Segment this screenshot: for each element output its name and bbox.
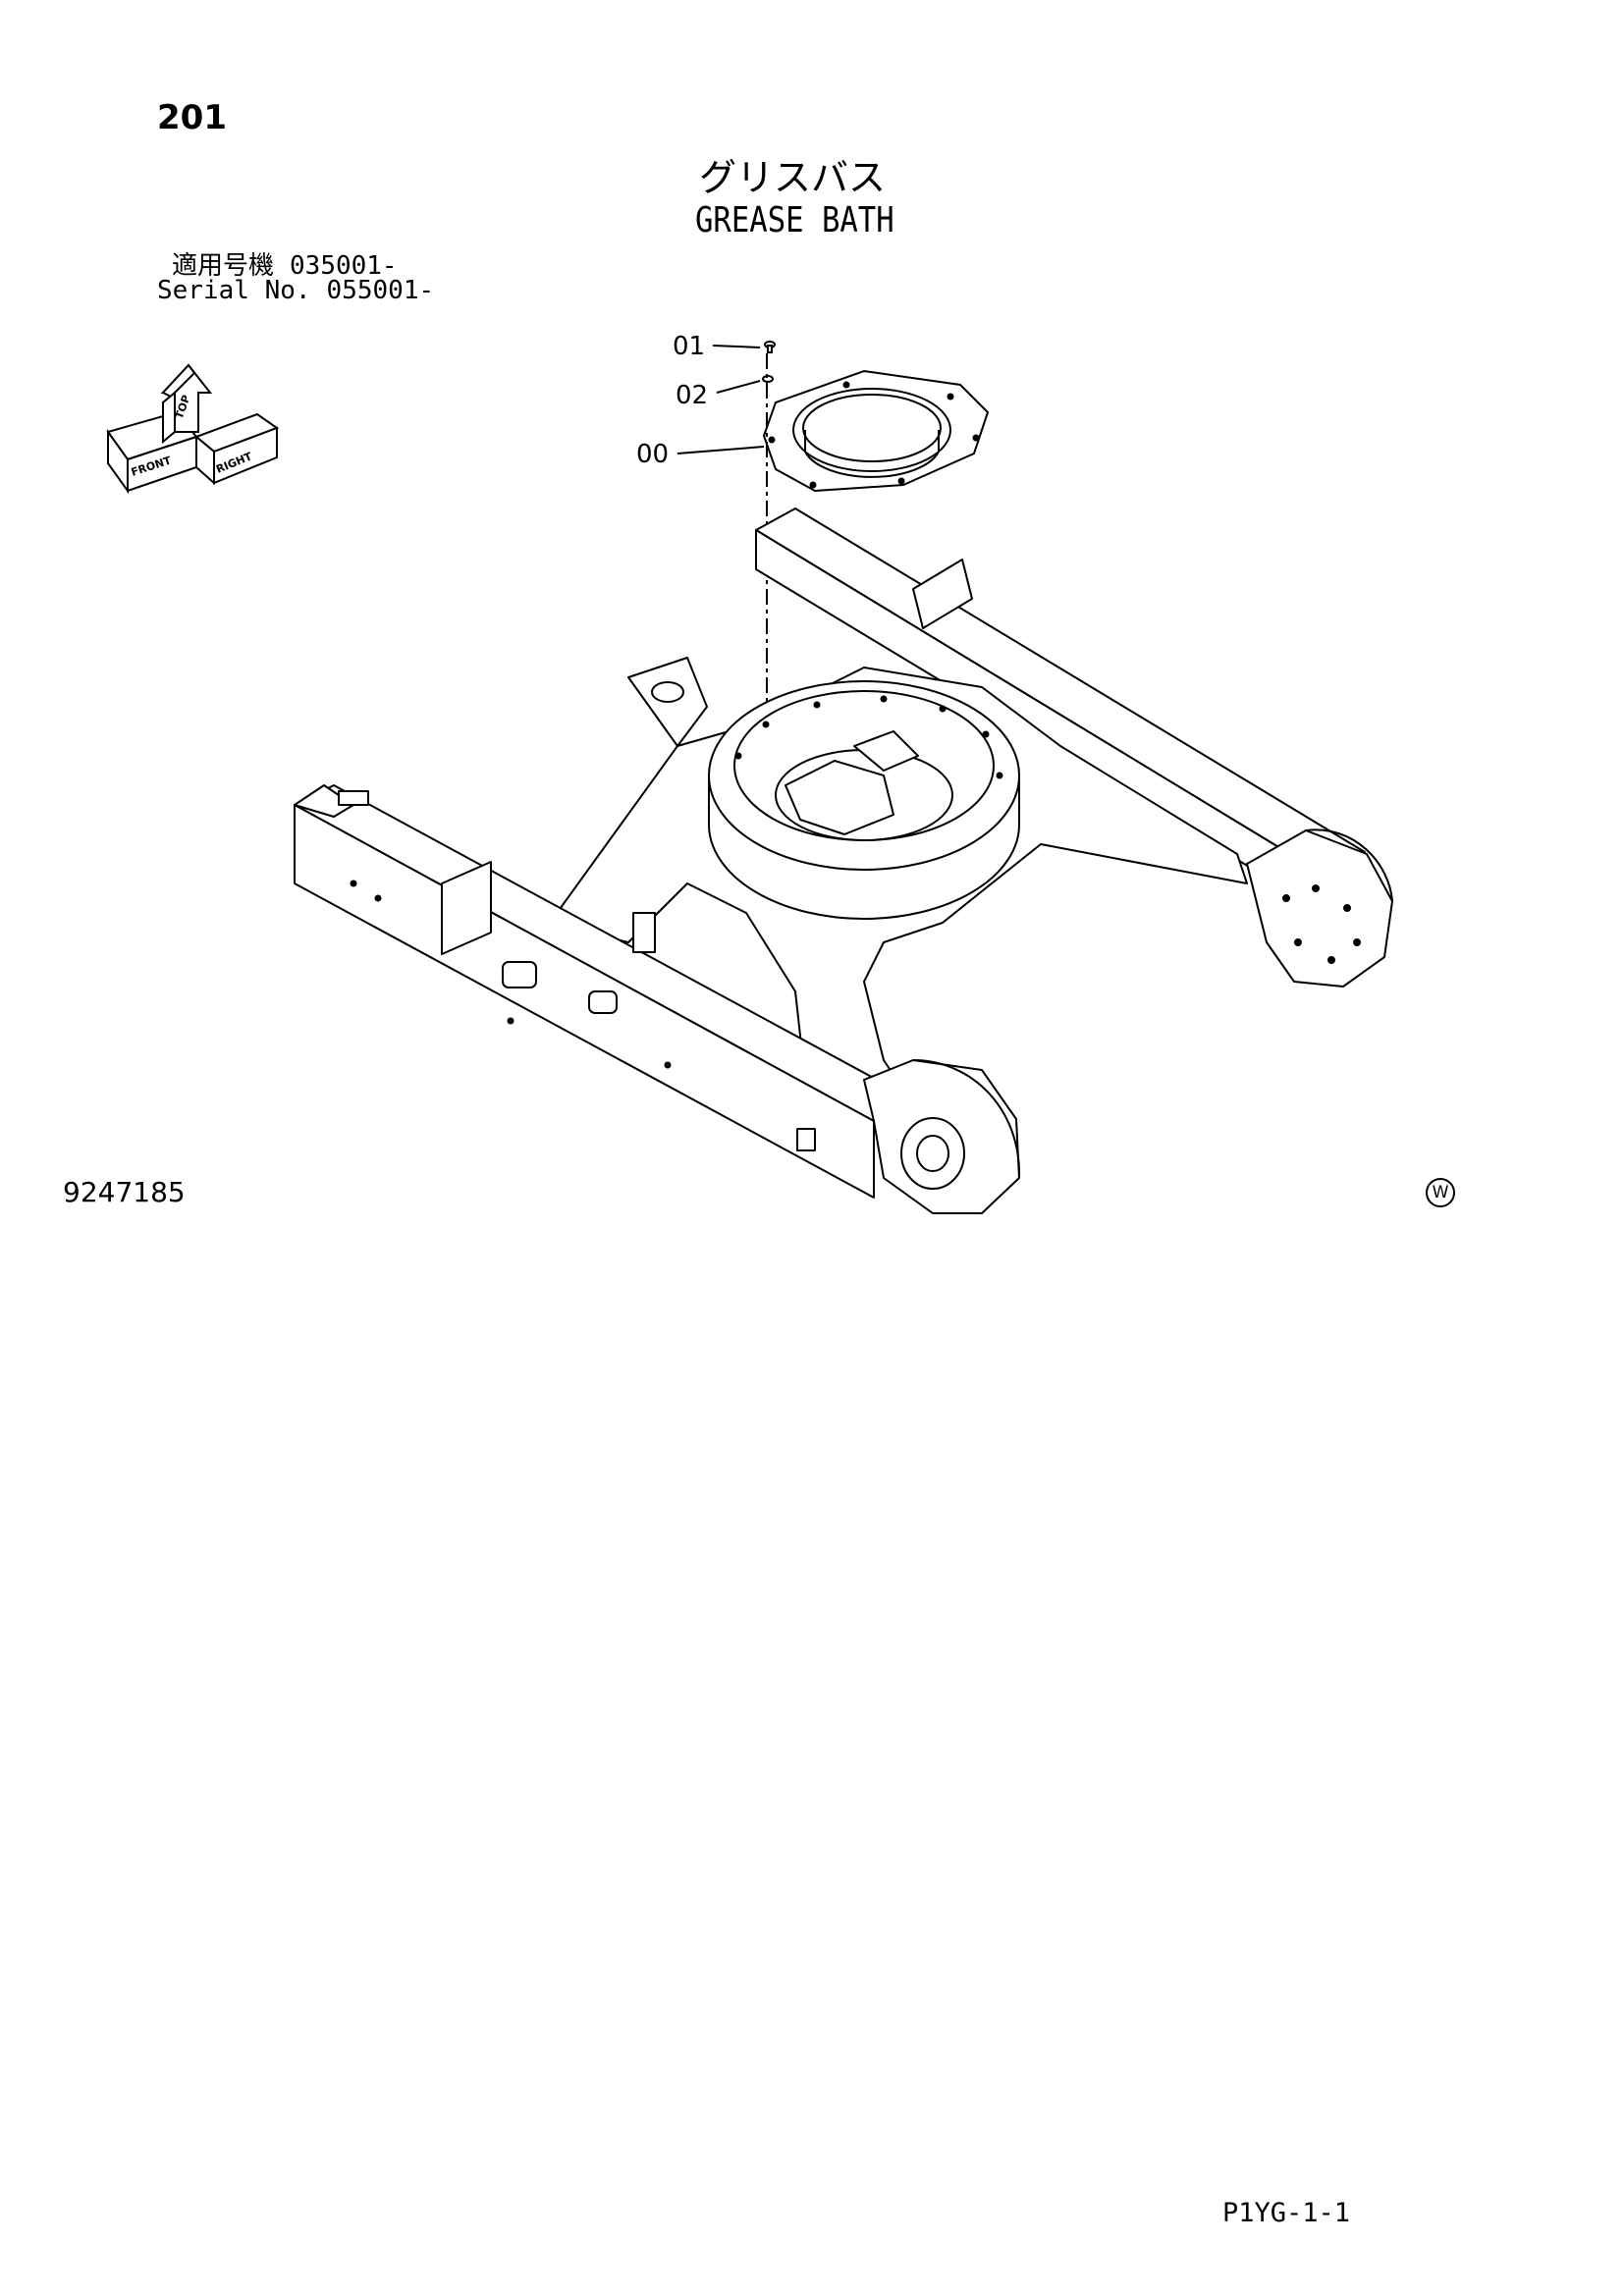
serial-value-english: 055001- (326, 276, 435, 305)
page-title-japanese: グリスバス (699, 156, 887, 199)
serial-label-japanese: 適用号機 (172, 251, 275, 281)
callout-leader-lines (677, 345, 765, 454)
callout-00-label: 00 (636, 440, 670, 469)
page-code: P1YG-1-1 (1222, 2198, 1351, 2228)
callout-02-label: 02 (676, 381, 709, 410)
callout-01-label: 01 (673, 332, 706, 361)
direction-indicator-icon: TOP FRONT RIGHT (106, 363, 280, 495)
page-title-english: GREASE BATH (695, 200, 894, 240)
page-number: 201 (157, 98, 227, 137)
bolt-icon (764, 341, 776, 353)
track-frame-drawing (294, 507, 1393, 1214)
maker-mark-icon: W (1426, 1178, 1455, 1207)
grease-bath-plate-icon (762, 369, 990, 493)
serial-label-english: Serial No. (157, 276, 311, 305)
serial-value-japanese: 035001- (290, 251, 398, 281)
drawing-number: 9247185 (63, 1176, 186, 1208)
serial-range-japanese: 適用号機 035001- (172, 253, 398, 279)
grease-bath-parts (677, 341, 990, 756)
serial-range-english: Serial No. 055001- (157, 278, 434, 303)
